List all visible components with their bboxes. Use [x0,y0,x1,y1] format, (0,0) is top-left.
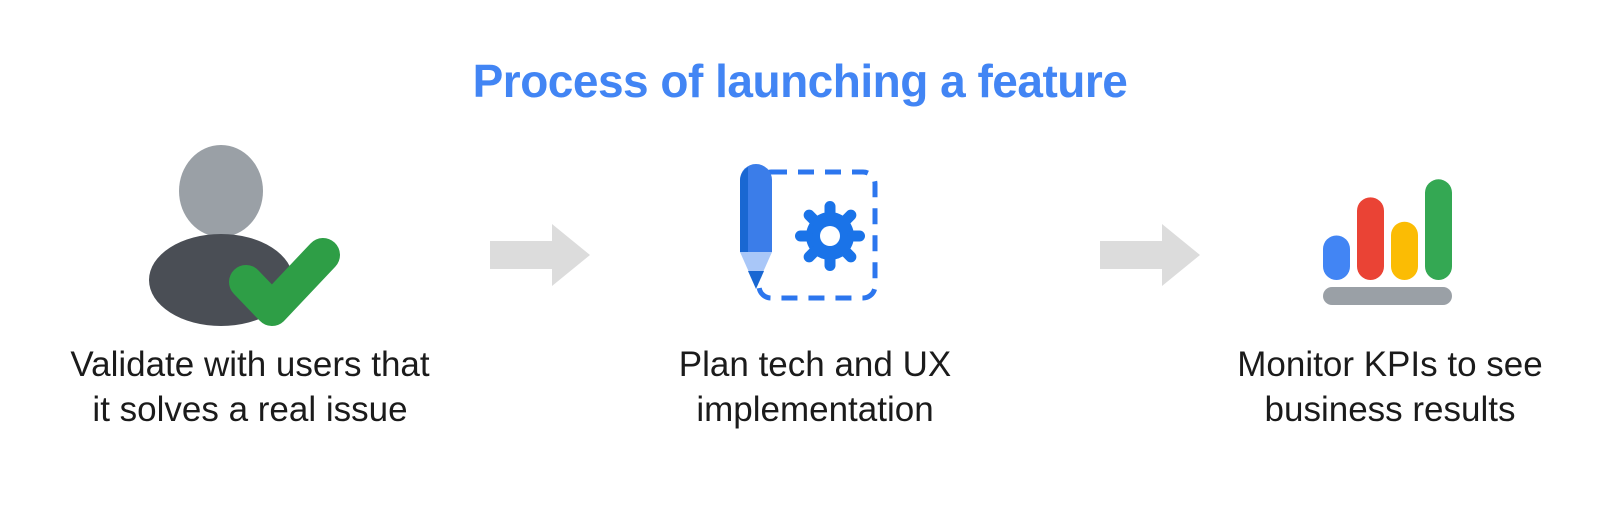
bar-1 [1323,234,1350,280]
step-caption-line-1: Monitor KPIs to see [1237,345,1543,384]
pencil-point-shape [748,270,764,289]
chart-baseline-shape [1323,286,1452,305]
step-caption: Validate with users that it solves a rea… [10,343,490,433]
step-caption-line-2: business results [1264,389,1516,429]
step-caption: Plan tech and UX implementation [575,343,1055,433]
user-validated-icon [10,140,490,335]
step-caption-line-1: Validate with users that [70,345,430,384]
step-caption-line-2: implementation [696,389,934,429]
process-step-plan: Plan tech and UX implementation [575,140,1055,433]
step-caption-line-2: it solves a real issue [92,389,408,429]
gear-hole-shape [820,225,840,246]
arrow-right-icon [490,224,590,286]
step-caption-line-1: Plan tech and UX [678,345,952,384]
check-mark-shape [229,237,340,326]
arrow-right-shape [1100,224,1200,286]
arrow-right-shape [490,224,590,286]
bar-4 [1425,178,1452,280]
bar-3 [1391,221,1418,280]
pencil-body-shade-shape [740,166,748,252]
process-step-monitor: Monitor KPIs to see business results [1150,140,1600,433]
step-caption: Monitor KPIs to see business results [1150,343,1600,433]
person-head-shape [179,144,263,237]
process-step-validate: Validate with users that it solves a rea… [10,140,490,433]
gear-shape [795,200,865,271]
pencil-gear-blueprint-icon [575,140,1055,335]
arrow-right-icon [1100,224,1200,286]
pencil-tip-shape [740,251,772,288]
bar-2 [1357,196,1384,280]
bar-chart-icon [1150,140,1600,335]
page-title: Process of launching a feature [472,55,1128,107]
